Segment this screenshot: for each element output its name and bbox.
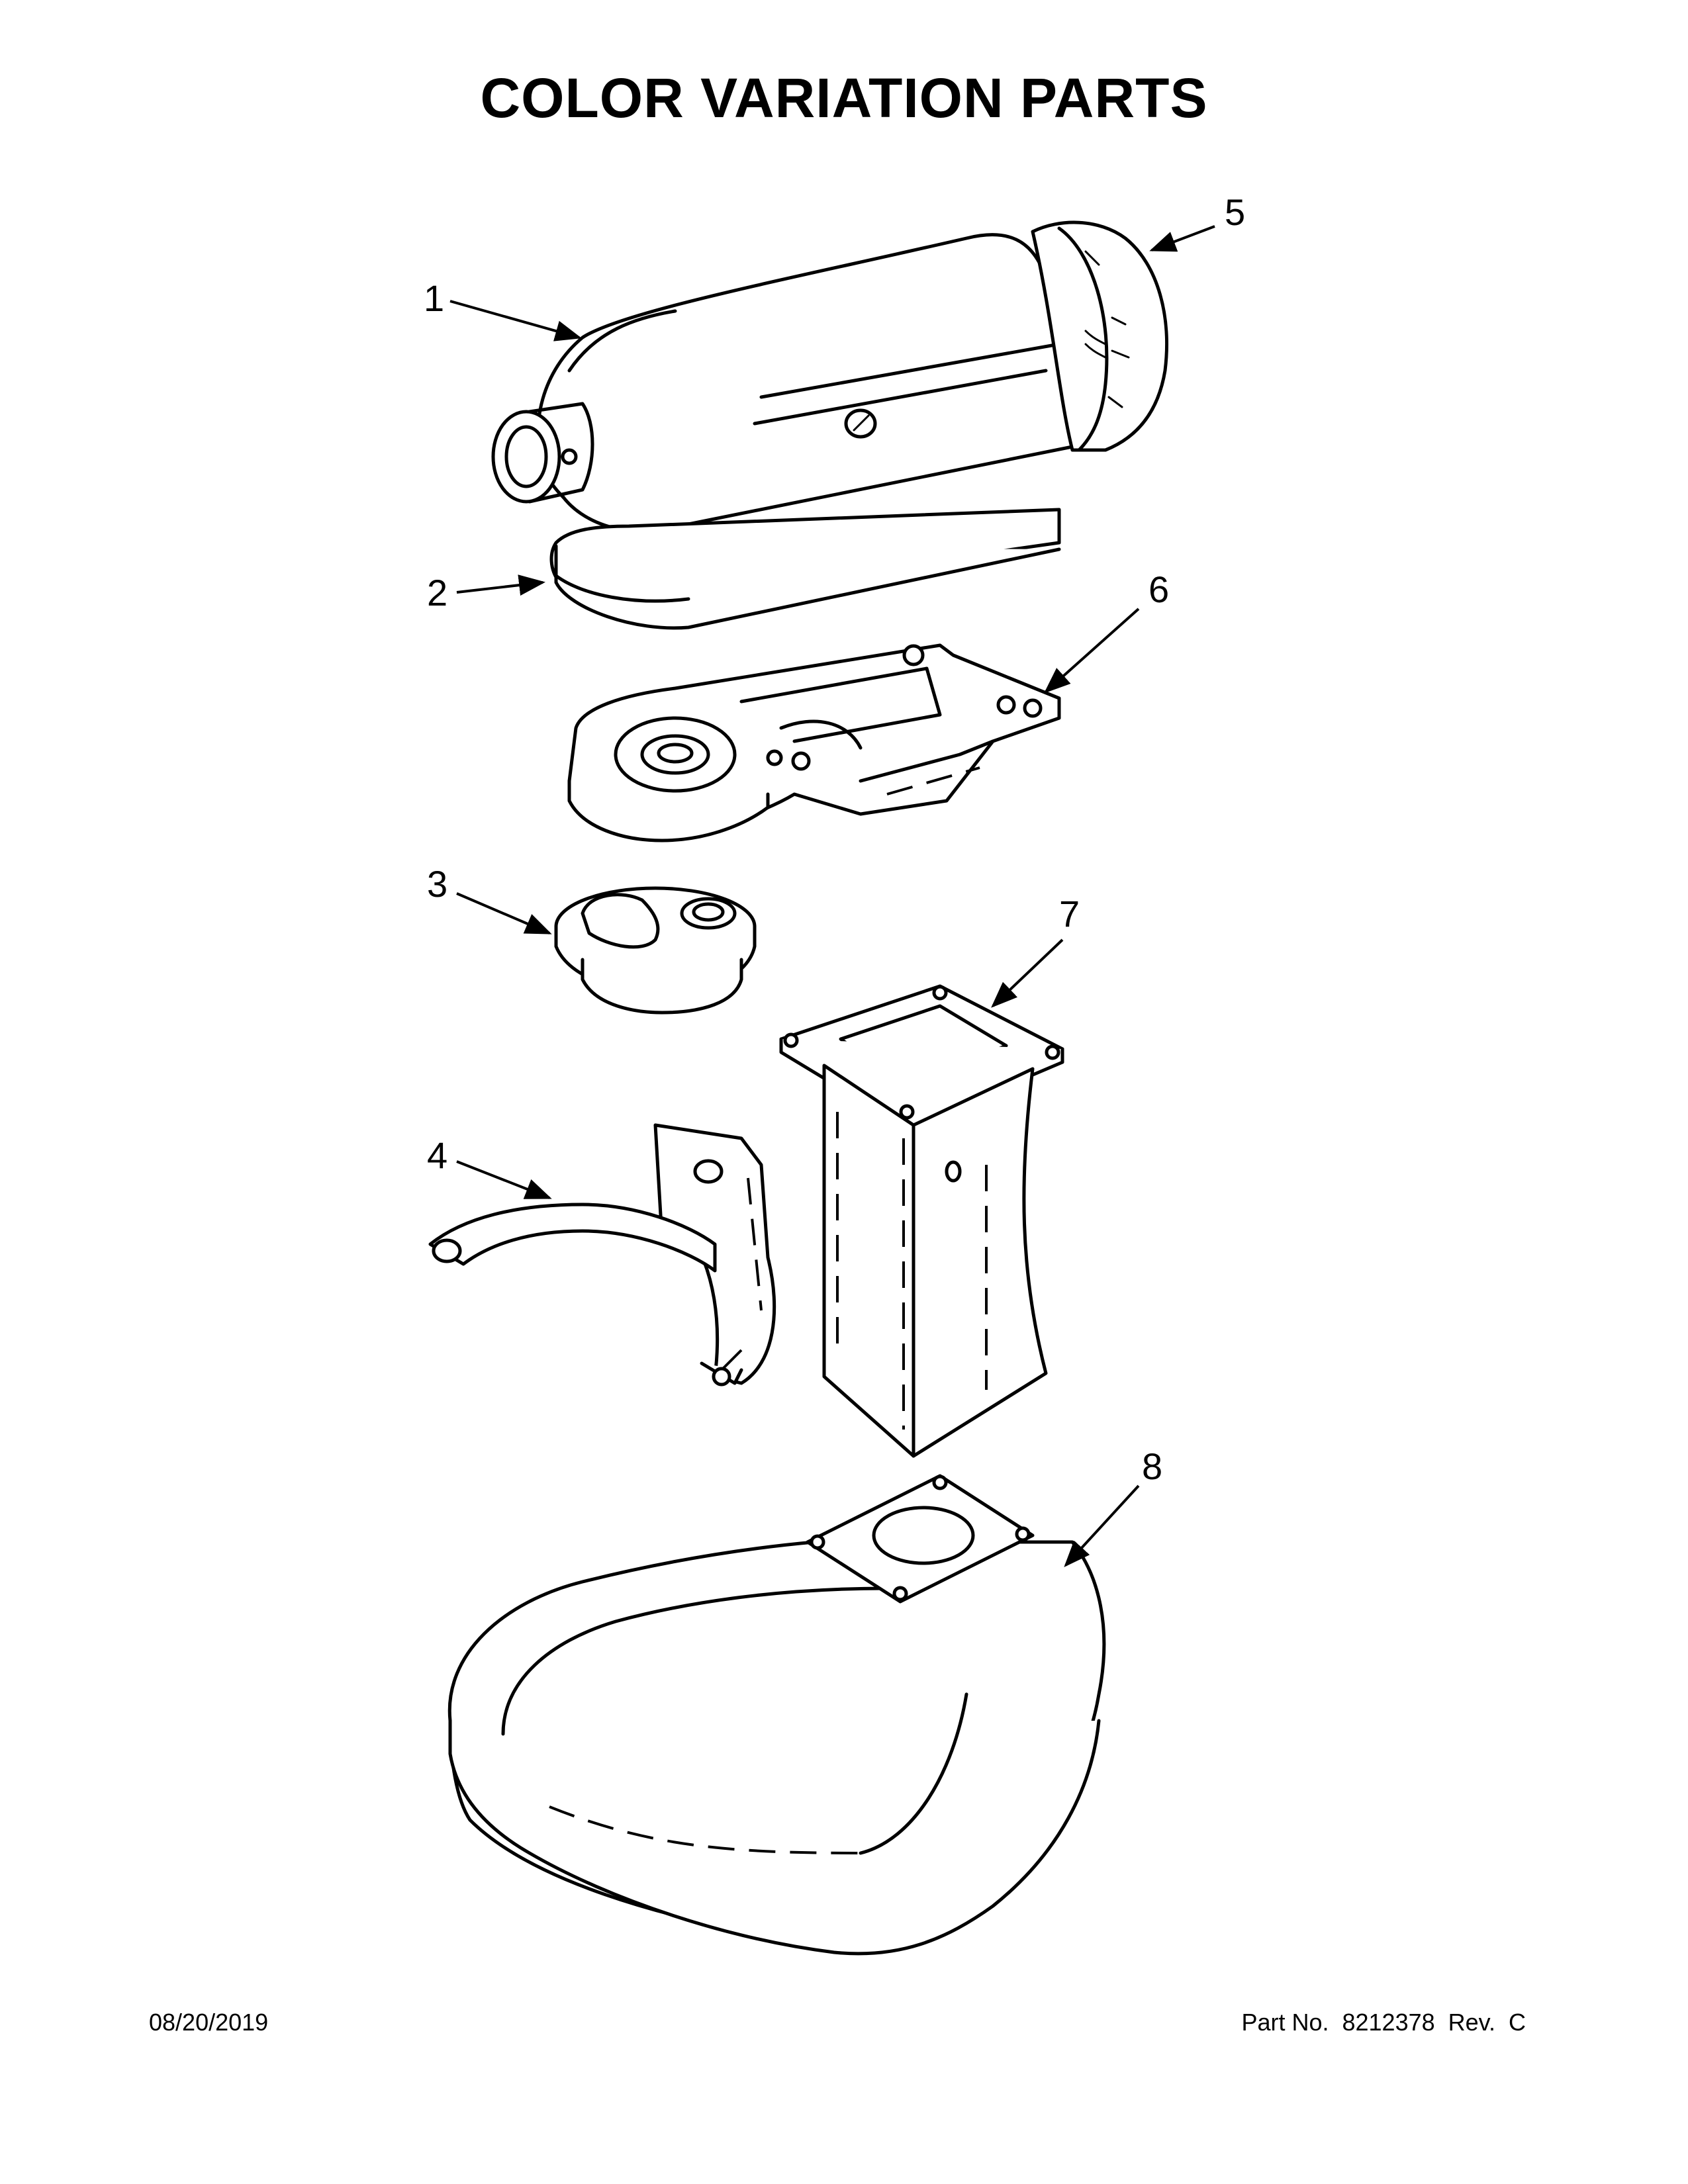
callout-8: 8 — [1142, 1445, 1162, 1487]
part-5-rear-cover[interactable] — [1031, 220, 1168, 452]
part-4-bowl-clamp[interactable] — [428, 1123, 776, 1387]
callout-6: 6 — [1149, 569, 1169, 610]
part-1-motor-housing[interactable] — [491, 233, 1074, 533]
footer-date: 08/20/2019 — [149, 2009, 269, 2036]
callout-3: 3 — [427, 863, 447, 905]
part-2-trim-band[interactable] — [549, 508, 1061, 630]
part-8-base[interactable] — [447, 1474, 1106, 1956]
callout-5: 5 — [1225, 191, 1245, 233]
page-title: COLOR VARIATION PARTS — [480, 67, 1208, 129]
callout-leaders — [449, 225, 1215, 1567]
callout-4: 4 — [427, 1134, 447, 1176]
part-3-planetary-cover[interactable] — [554, 886, 757, 1015]
callout-2: 2 — [427, 572, 447, 614]
part-6-gear-housing[interactable] — [567, 643, 1061, 842]
callout-7: 7 — [1059, 893, 1080, 934]
callout-1: 1 — [424, 277, 444, 319]
part-7-column[interactable] — [779, 984, 1064, 1458]
footer-part-number: Part No. 8212378 Rev. C — [1241, 2009, 1526, 2036]
